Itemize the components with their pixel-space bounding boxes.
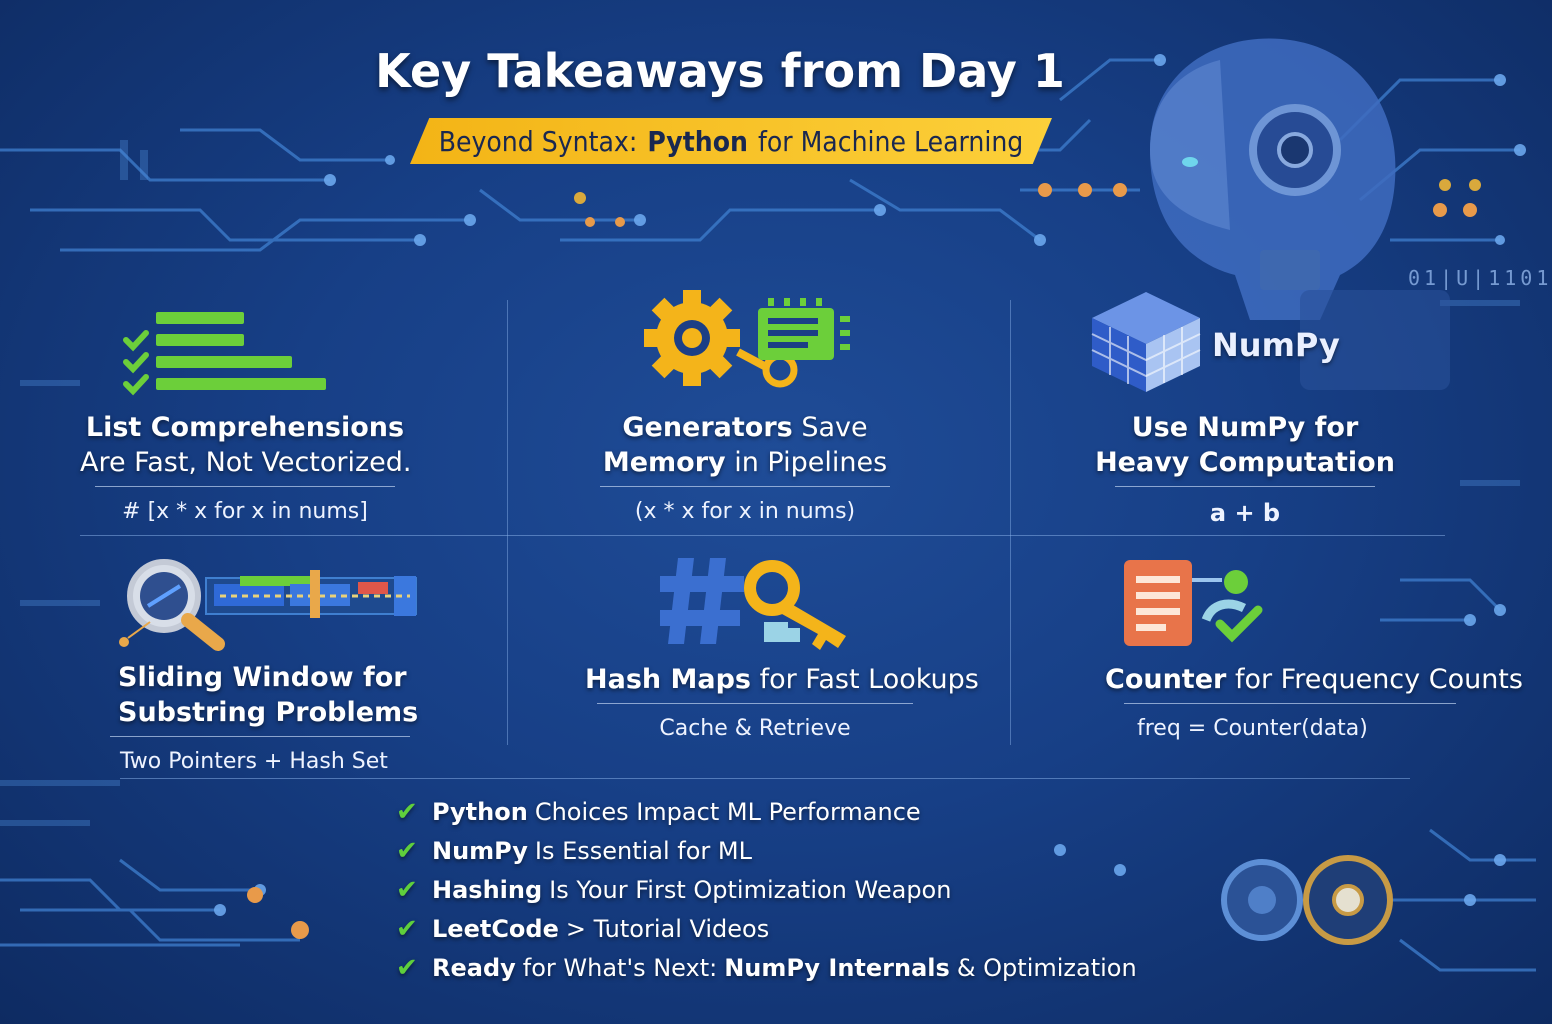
card-subtitle: Heavy Computation: [1095, 447, 1395, 478]
subtitle-post: for Machine Learning: [757, 124, 1024, 158]
checklist-icon: [123, 312, 326, 396]
card-title: List Comprehensions: [85, 412, 405, 443]
card-divider: [95, 486, 395, 487]
card-subtitle: Substring Problems: [118, 697, 419, 728]
binary-text: 01|U|1101: [1408, 266, 1552, 290]
card-hash-maps: Hash Maps for Fast Lookups Cache & Retri…: [585, 662, 979, 741]
card-code: freq = Counter(data): [1137, 716, 1368, 741]
card-code: Cache & Retrieve: [659, 716, 851, 741]
check-icon: ✔: [396, 796, 418, 827]
page-title: Key Takeaways from Day 1: [375, 44, 1065, 98]
card-divider: [110, 736, 410, 737]
card-code: # [x * x for x in nums]: [122, 499, 368, 524]
check-icon: ✔: [396, 952, 418, 983]
card-list-comprehensions: List Comprehensions Are Fast, Not Vector…: [80, 410, 412, 524]
check-icon: ✔: [396, 874, 418, 905]
magnifier-window-icon: [119, 559, 417, 651]
grid-divider: [507, 300, 508, 745]
card-divider: [600, 486, 890, 487]
card-title: Use NumPy for: [1131, 412, 1359, 443]
subtitle-banner: Beyond Syntax: Python for Machine Learni…: [410, 118, 1052, 164]
card-subtitle: Memory in Pipelines: [602, 447, 888, 478]
gear-chip-icon: [644, 290, 850, 388]
card-code: Two Pointers + Hash Set: [120, 749, 388, 774]
numpy-logo-text: NumPy: [1212, 326, 1340, 364]
card-code: (x * x for x in nums): [634, 499, 856, 524]
card-title: Hash Maps for Fast Lookups: [585, 664, 979, 695]
card-code: a + b: [1209, 499, 1281, 527]
card-sliding-window: Sliding Window for Substring Problems Tw…: [100, 660, 420, 774]
card-divider: [597, 703, 913, 704]
check-icon: ✔: [396, 913, 418, 944]
check-icon: ✔: [396, 835, 418, 866]
card-counter: Counter for Frequency Counts freq = Coun…: [1105, 662, 1523, 741]
subtitle-bold: Python: [647, 124, 748, 158]
card-numpy: Use NumPy for Heavy Computation a + b: [1085, 410, 1405, 527]
grid-divider: [80, 535, 1445, 536]
list-item: ✔ LeetCode> Tutorial Videos: [396, 913, 770, 944]
counter-document-icon: [1124, 560, 1263, 646]
card-generators: Generators Save Memory in Pipelines (x *…: [585, 410, 905, 524]
card-title: Generators Save: [622, 412, 868, 443]
numpy-cube-icon: [1091, 292, 1201, 392]
card-divider: [1124, 703, 1456, 704]
hash-key-icon: [660, 558, 846, 650]
card-title: Counter for Frequency Counts: [1105, 664, 1523, 695]
card-divider: [1115, 486, 1375, 487]
subtitle-pre: Beyond Syntax:: [438, 124, 638, 158]
card-subtitle: Are Fast, Not Vectorized.: [80, 447, 412, 478]
card-title: Sliding Window for: [118, 662, 407, 693]
grid-divider: [120, 778, 1410, 779]
grid-divider: [1010, 300, 1011, 745]
